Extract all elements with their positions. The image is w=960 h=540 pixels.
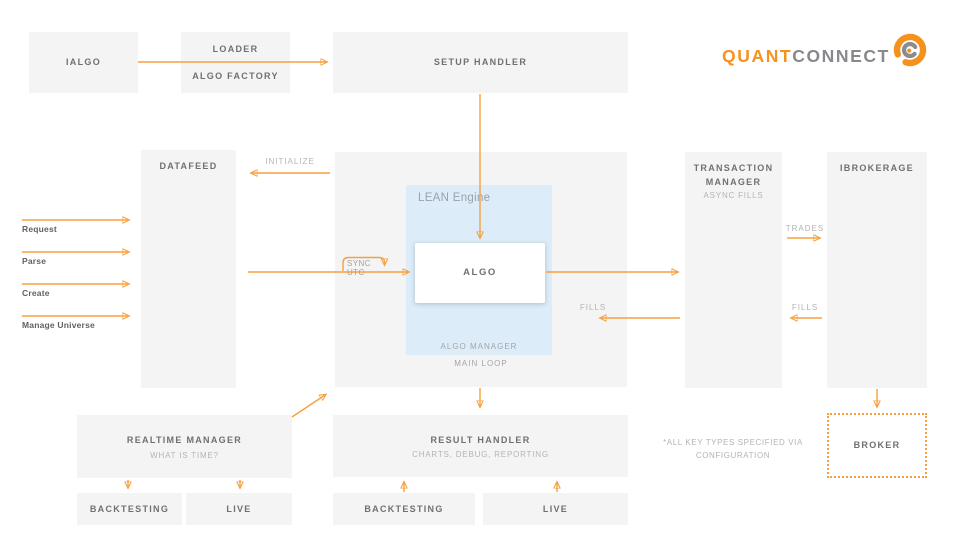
algo-manager-label: ALGO MANAGER xyxy=(440,342,518,351)
box-transaction-manager: TRANSACTION MANAGER ASYNC FILLS xyxy=(685,152,782,388)
box-ialgo-title: IALGO xyxy=(66,57,101,68)
datafeed-input-parse: Parse xyxy=(22,256,47,266)
box-backtesting-left: BACKTESTING xyxy=(77,493,182,525)
quantconnect-logo-text: QUANTCONNECT xyxy=(722,46,890,67)
realtime-manager-subtitle: WHAT IS TIME? xyxy=(150,450,219,460)
box-ibrokerage: IBROKERAGE xyxy=(827,152,927,388)
box-live-center: LIVE xyxy=(483,493,628,525)
fills-to-algo-label: FILLS xyxy=(579,303,607,312)
box-loader-algo-factory: LOADER ALGO FACTORY xyxy=(181,32,290,93)
box-loader-title: LOADER xyxy=(212,44,259,54)
box-algo: ALGO xyxy=(415,243,545,303)
live-left-title: LIVE xyxy=(226,503,252,514)
configuration-note-line2: CONFIGURATION xyxy=(695,450,771,460)
datafeed-input-request: Request xyxy=(22,224,57,234)
backtesting-left-title: BACKTESTING xyxy=(89,503,170,514)
ibrokerage-title: IBROKERAGE xyxy=(839,163,914,173)
fills-from-broker-label: FILLS xyxy=(791,303,819,312)
result-handler-title: RESULT HANDLER xyxy=(430,434,531,445)
backtesting-center-title: BACKTESTING xyxy=(364,503,444,514)
realtime-manager-title: REALTIME MANAGER xyxy=(126,435,243,446)
main-loop-label: MAIN LOOP xyxy=(454,359,508,368)
datafeed-input-create: Create xyxy=(22,288,50,298)
box-result-handler: RESULT HANDLER CHARTS, DEBUG, REPORTING xyxy=(333,415,628,477)
trades-label: TRADES xyxy=(785,224,825,233)
box-datafeed-title: DATAFEED xyxy=(159,161,218,171)
configuration-note: *ALL KEY TYPES SPECIFIED VIA CONFIGURATI… xyxy=(655,437,811,463)
transaction-manager-subtitle: ASYNC FILLS xyxy=(703,190,764,200)
box-datafeed: DATAFEED xyxy=(141,150,236,388)
configuration-note-line1: *ALL KEY TYPES SPECIFIED VIA xyxy=(663,438,803,447)
datafeed-input-manage-universe: Manage Universe xyxy=(22,320,95,330)
sync-utc-label: SYNC UTC xyxy=(347,259,371,277)
arrow-realtime-manager-to-main xyxy=(291,395,325,418)
logo-text-connect: CONNECT xyxy=(792,46,890,66)
quantconnect-logo: QUANTCONNECT xyxy=(722,33,928,69)
transaction-manager-title-line1: TRANSACTION xyxy=(693,163,774,173)
box-setup-handler-title: SETUP HANDLER xyxy=(433,57,528,68)
box-live-left: LIVE xyxy=(186,493,292,525)
transaction-manager-title-line2: MANAGER xyxy=(705,177,762,188)
box-realtime-manager: REALTIME MANAGER WHAT IS TIME? xyxy=(77,415,292,478)
broker-title: BROKER xyxy=(853,440,901,451)
quantconnect-spiral-icon xyxy=(893,33,927,67)
box-setup-handler: SETUP HANDLER xyxy=(333,32,628,93)
result-handler-subtitle: CHARTS, DEBUG, REPORTING xyxy=(412,450,549,460)
live-center-title: LIVE xyxy=(542,503,569,514)
lean-engine-title: LEAN Engine xyxy=(418,192,491,204)
initialize-label: INITIALIZE xyxy=(265,157,315,166)
box-algo-title: ALGO xyxy=(463,267,497,279)
box-loader-subtitle: ALGO FACTORY xyxy=(192,70,279,81)
box-backtesting-center: BACKTESTING xyxy=(333,493,475,525)
logo-text-quant: QUANT xyxy=(722,46,793,66)
box-ialgo: IALGO xyxy=(29,32,138,93)
box-broker: BROKER xyxy=(827,413,927,478)
